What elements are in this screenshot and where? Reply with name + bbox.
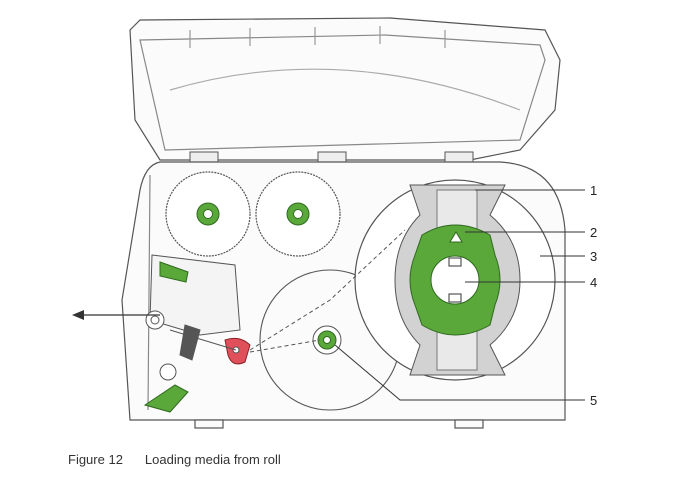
margin-stop-ring bbox=[409, 224, 501, 336]
callout-3: 3 bbox=[590, 249, 597, 264]
callout-1: 1 bbox=[590, 183, 597, 198]
figure-number: Figure 12 bbox=[68, 452, 123, 467]
figure-caption: Figure 12 Loading media from roll bbox=[68, 452, 281, 467]
printer-cover bbox=[129, 17, 561, 161]
ribbon-supply-hub bbox=[165, 171, 251, 257]
print-mechanism bbox=[143, 254, 251, 413]
ribbon-takeup-hub bbox=[255, 171, 341, 257]
media-rewind-spindle bbox=[312, 325, 342, 355]
feed-direction-arrow bbox=[72, 310, 160, 320]
callout-5: 5 bbox=[590, 393, 597, 408]
media-path bbox=[169, 229, 406, 353]
callout-2: 2 bbox=[590, 225, 597, 240]
callout-leaders bbox=[334, 189, 585, 401]
figure-caption-text: Loading media from roll bbox=[144, 452, 281, 467]
callout-4: 4 bbox=[590, 275, 597, 290]
printer-diagram: 1 2 3 4 5 bbox=[72, 17, 597, 429]
